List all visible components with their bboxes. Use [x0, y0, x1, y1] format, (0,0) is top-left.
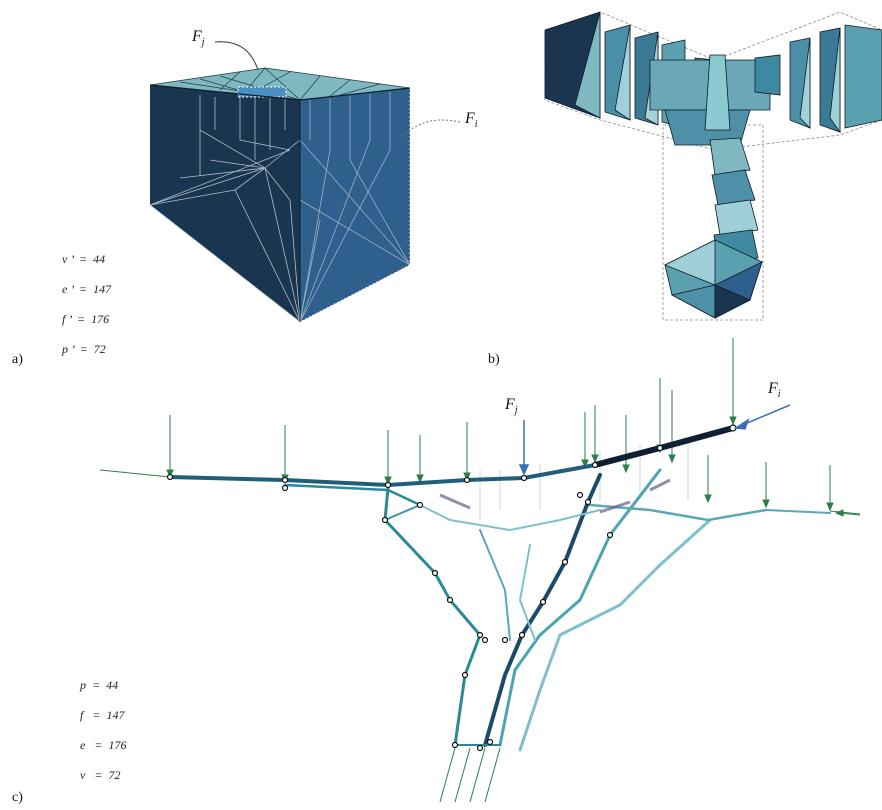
stats-a: v ’ = 44 e ’ = 147 f ’ = 176 p ’ = 72: [62, 252, 111, 372]
panel-label-c: c): [12, 790, 23, 805]
callout-fj-a: Fj: [192, 28, 205, 49]
panel-c: Fj Fi p = 44 f = 147 e = 176 v = 72 c): [0, 330, 882, 810]
stat-row: e = 176: [80, 738, 127, 752]
left-face: [150, 85, 300, 322]
callout-fj-c: Fj: [505, 396, 518, 417]
stat-row: p ’ = 72: [62, 342, 106, 356]
panel-label-b: b): [488, 352, 500, 367]
stat-row: f ’ = 176: [62, 312, 110, 326]
fi-leader: [397, 119, 460, 141]
stats-c: p = 44 f = 147 e = 176 v = 72: [80, 678, 126, 798]
callout-fi-a: Fi: [465, 110, 478, 131]
support-line-right: [829, 510, 861, 515]
front-face: [300, 88, 410, 322]
stat-row: v ’ = 44: [62, 252, 106, 266]
exploded-cell-diagram: [544, 11, 882, 321]
stat-row: e ’ = 147: [62, 282, 112, 296]
callout-fi-c: Fi: [768, 380, 781, 401]
panel-label-a: a): [12, 352, 23, 367]
polyhedral-form-diagram: [149, 41, 460, 323]
panel-b: b): [488, 0, 882, 370]
stat-row: v = 72: [80, 768, 121, 782]
panel-a: Fj Fi v ’ = 44 e ’ = 147 f ’ = 176 p ’ =…: [0, 0, 478, 367]
support-line-left: [99, 469, 171, 478]
fj-leader: [214, 41, 259, 71]
force-network-diagram: [99, 338, 861, 803]
stat-row: p = 44: [80, 678, 119, 692]
top-face: [150, 68, 410, 100]
stat-row: f = 147: [80, 708, 125, 722]
